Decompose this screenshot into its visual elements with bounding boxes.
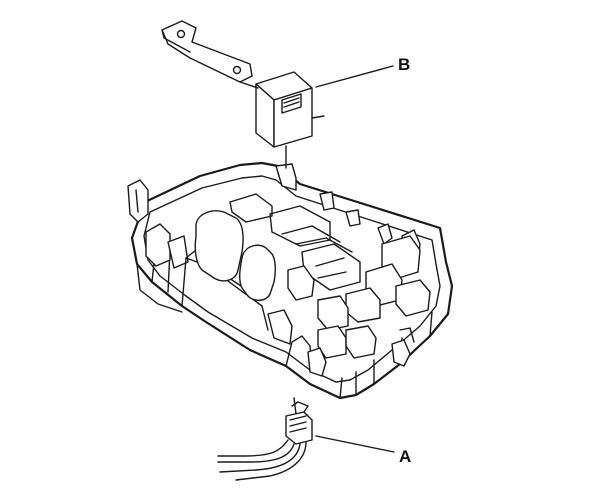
connector-a	[285, 401, 313, 445]
relay-module-b	[255, 71, 325, 148]
alignment-guides	[239, 81, 297, 415]
callout-a: A	[315, 435, 411, 466]
callout-b-label: B	[398, 55, 410, 74]
mounting-bracket	[161, 20, 253, 83]
callout-a-label: A	[399, 447, 411, 466]
callout-b: B	[315, 55, 410, 88]
fuse-relay-box	[127, 161, 454, 400]
wire-harness	[217, 439, 307, 481]
